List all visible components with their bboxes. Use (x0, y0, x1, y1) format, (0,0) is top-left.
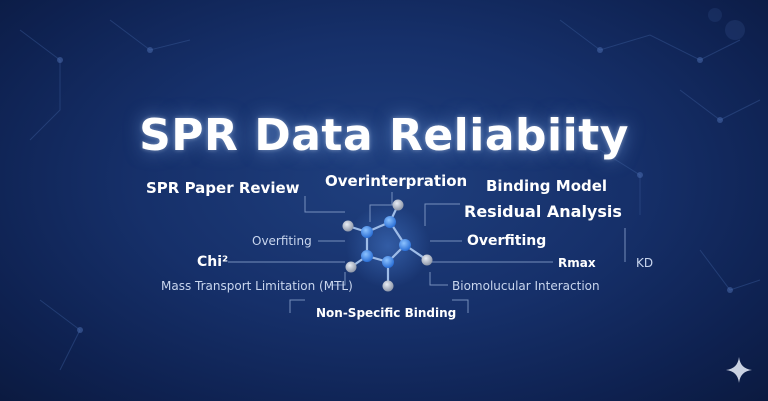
term-rmax: Rmax (558, 256, 596, 270)
page-title: SPR Data Reliabiity (139, 110, 629, 161)
term-residual-analysis: Residual Analysis (464, 202, 622, 221)
term-non-specific-binding: Non-Specific Binding (316, 306, 457, 320)
term-overfiting-right: Overfiting (467, 233, 547, 249)
term-kd: KD (636, 256, 654, 270)
term-chi2: Chi² (197, 254, 229, 270)
term-binding-model: Binding Model (486, 177, 608, 195)
sparkle-icon (726, 357, 752, 383)
molecule-icon (342, 199, 433, 292)
term-biomolecular-interaction: Biomolucular Interaction (452, 279, 600, 293)
term-mass-transport: Mass Transport Limitation (MTL) (161, 279, 353, 293)
term-overfiting-left: Overfiting (252, 234, 312, 248)
term-overinterpration: Overinterpration (325, 172, 468, 190)
term-spr-paper-review: SPR Paper Review (146, 179, 300, 197)
